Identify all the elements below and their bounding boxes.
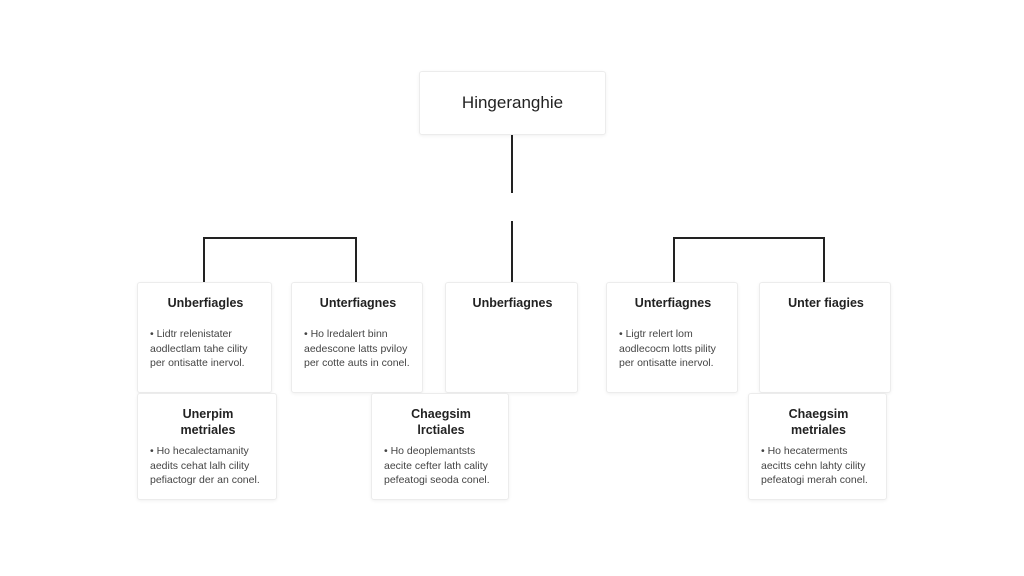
root-node: Hingeranghie (419, 71, 606, 135)
card-line: • Lidtr relenistater (150, 328, 232, 340)
card-title: Chaegsim metriales (788, 407, 849, 437)
node-card-1: Unberfiagles • Lidtr relenistater aodlec… (137, 282, 272, 393)
node-card-4: Unterfiagnes • Ligtr relert lom aodlecoc… (606, 282, 738, 393)
card-line: • Ho deoplemantsts (384, 445, 476, 457)
card-title: Chaegsim lrctiales (411, 407, 471, 437)
card-title: Unberfiagnes (472, 296, 553, 310)
card-line: pefeatogi merah conel. (761, 474, 868, 486)
card-line: per ontisatte inervol. (619, 357, 714, 369)
card-line: aedits cehat lalh cility (150, 459, 250, 472)
node-card-2: Unterfiagnes • Ho lredalert binn aedesco… (291, 282, 423, 393)
card-line: aodlecocm lotts pility (619, 342, 716, 355)
card-title: Unberfiagles (167, 296, 244, 310)
card-line: • Ho lredalert binn (304, 328, 388, 340)
card-title: Unterfiagnes (634, 296, 712, 310)
card-line: pefiactogr der an conel. (150, 474, 260, 486)
card-line: aecite cefter lath cality (384, 459, 488, 472)
card-line: per cotte auts in conel. (304, 357, 410, 369)
node-card-3: Unberfiagnes (445, 282, 578, 393)
card-line: • Ligtr relert lom (619, 328, 693, 340)
card-line: aedescone latts pviloy (304, 342, 408, 355)
card-title: Unterfiagnes (319, 296, 397, 310)
card-title: Unerpim metriales (180, 407, 236, 437)
node-card-6: Unerpim metriales • Ho hecalectamanity a… (137, 393, 277, 500)
card-title: Unter fiagies (788, 296, 864, 310)
node-card-5: Unter fiagies (759, 282, 891, 393)
connector-right-bracket (673, 237, 825, 283)
card-line: • Ho hecalectamanity (150, 445, 249, 457)
node-card-7: Chaegsim lrctiales • Ho deoplemantsts ae… (371, 393, 509, 500)
node-card-8: Chaegsim metriales • Ho hecaterments aec… (748, 393, 887, 500)
card-line: pefeatogi seoda conel. (384, 474, 490, 486)
card-line: per ontisatte inervol. (150, 357, 245, 369)
connector-left-bracket (203, 237, 357, 283)
card-line: aodlectlam tahe cility (150, 342, 248, 355)
card-line: • Ho hecaterments (761, 445, 848, 457)
card-line: aecitts cehn lahty cility (761, 459, 866, 472)
root-node-label: Hingeranghie (461, 93, 564, 112)
